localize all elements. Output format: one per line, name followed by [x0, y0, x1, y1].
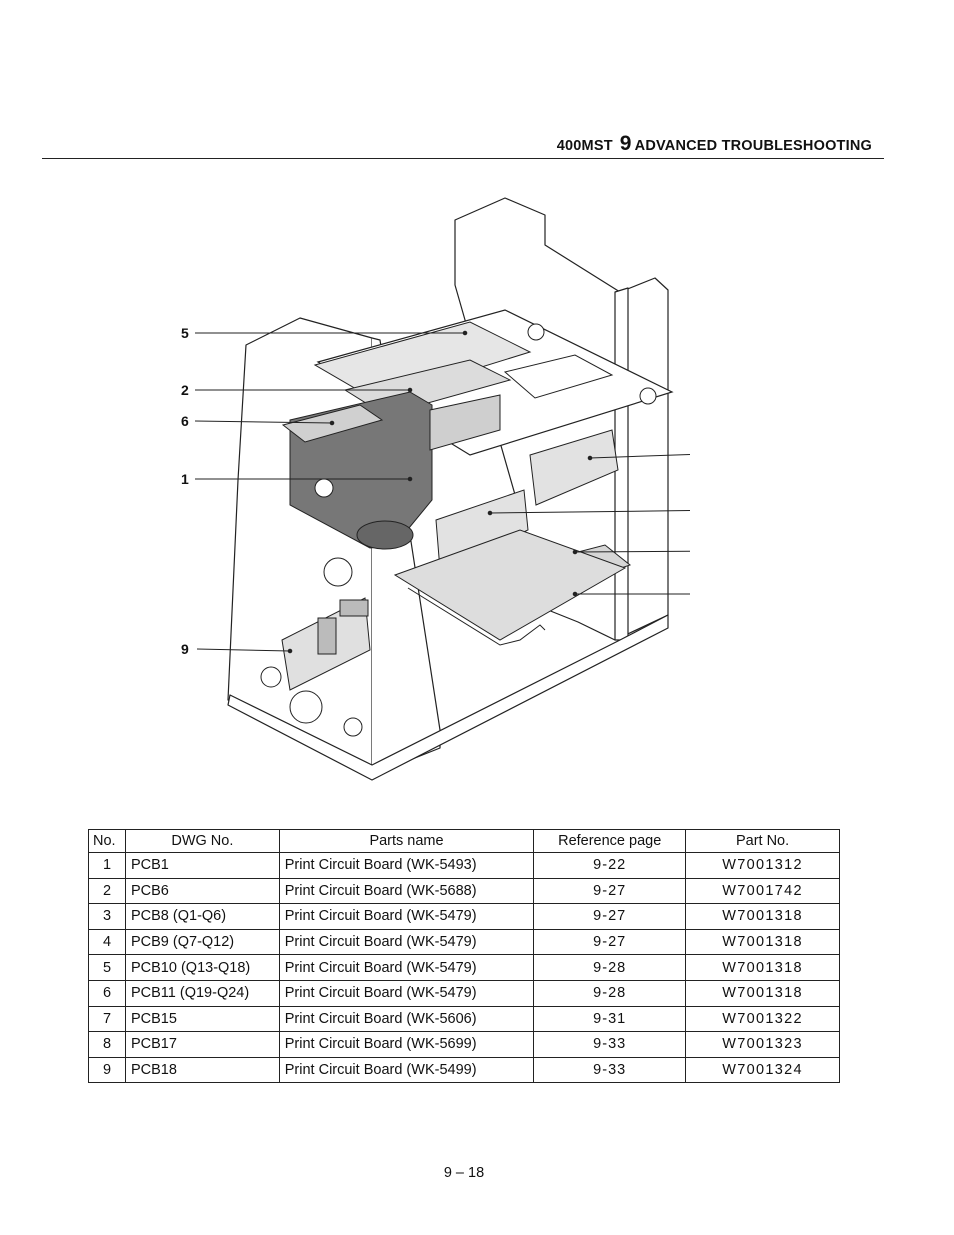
cell-reference-page: 9-33: [533, 1056, 687, 1084]
cell-part-no: W7001318: [685, 928, 840, 956]
cell-no: 1: [88, 852, 126, 879]
bracket: [429, 394, 501, 451]
fitting: [260, 666, 282, 688]
cell-no: 4: [88, 928, 126, 956]
exploded-pcb-figure: 1 2 3 4 5 6 7 8 9: [160, 188, 690, 788]
table-header-row: No. DWG No. Parts name Reference page Pa…: [88, 829, 840, 853]
col-header-dwg: DWG No.: [124, 829, 280, 853]
fitting: [343, 717, 363, 737]
fitting: [323, 557, 353, 587]
table-row: 5 PCB10 (Q13-Q18) Print Circuit Board (W…: [88, 954, 840, 981]
cell-parts-name: Print Circuit Board (WK-5479): [278, 903, 535, 930]
cell-part-no: W7001323: [685, 1031, 840, 1058]
parts-table: No. DWG No. Parts name Reference page Pa…: [88, 829, 840, 1084]
cell-part-no: W7001318: [685, 954, 840, 981]
cell-part-no: W7001322: [685, 1005, 840, 1033]
table-row: 2 PCB6 Print Circuit Board (WK-5688) 9-2…: [88, 877, 840, 905]
cell-reference-page: 9-33: [533, 1031, 687, 1058]
callout-1: 1: [181, 471, 189, 487]
cell-no: 9: [88, 1056, 126, 1084]
cell-parts-name: Print Circuit Board (WK-5699): [278, 1031, 535, 1058]
cell-reference-page: 9-27: [533, 903, 687, 930]
table-row: 8 PCB17 Print Circuit Board (WK-5699) 9-…: [88, 1031, 840, 1058]
pcb-board-4: [529, 429, 619, 506]
cell-dwg: PCB18: [124, 1056, 280, 1084]
cell-parts-name: Print Circuit Board (WK-5493): [278, 852, 535, 879]
board-edge: [407, 587, 546, 646]
fitting: [314, 478, 334, 498]
table-row: 6 PCB11 (Q19-Q24) Print Circuit Board (W…: [88, 979, 840, 1007]
cell-no: 7: [88, 1005, 126, 1033]
callout-6: 6: [181, 413, 189, 429]
capacitor: [317, 617, 337, 655]
header-model: 400MST: [556, 138, 613, 154]
table-row: 1 PCB1 Print Circuit Board (WK-5493) 9-2…: [88, 852, 840, 879]
col-header-no: No.: [88, 829, 126, 853]
cell-dwg: PCB6: [124, 877, 280, 905]
pcb-board-3: [435, 489, 529, 571]
deck-opening: [503, 354, 614, 399]
callout-5: 5: [181, 325, 189, 341]
cell-no: 8: [88, 1031, 126, 1058]
col-header-reference-page: Reference page: [533, 829, 687, 853]
cell-part-no: W7001312: [685, 852, 840, 879]
cell-reference-page: 9-27: [533, 877, 687, 905]
cell-dwg: PCB10 (Q13-Q18): [124, 954, 280, 981]
cell-reference-page: 9-28: [533, 979, 687, 1007]
cell-dwg: PCB9 (Q7-Q12): [124, 928, 280, 956]
cell-reference-page: 9-27: [533, 928, 687, 956]
table-row: 3 PCB8 (Q1-Q6) Print Circuit Board (WK-5…: [88, 903, 840, 930]
cell-parts-name: Print Circuit Board (WK-5479): [278, 954, 535, 981]
cell-dwg: PCB1: [124, 852, 280, 879]
leader-lines: [194, 330, 690, 654]
transformer-base: [356, 520, 414, 550]
cell-part-no: W7001324: [685, 1056, 840, 1084]
col-header-part-no: Part No.: [685, 829, 840, 853]
cell-no: 3: [88, 903, 126, 930]
deck-hole: [639, 387, 657, 405]
cell-dwg: PCB17: [124, 1031, 280, 1058]
cell-reference-page: 9-28: [533, 954, 687, 981]
cell-no: 2: [88, 877, 126, 905]
machine-illustration: 1 2 3 4 5 6 7 8 9: [181, 197, 690, 781]
cell-no: 5: [88, 954, 126, 981]
cell-dwg: PCB11 (Q19-Q24): [124, 979, 280, 1007]
pcb-board-8: [393, 529, 627, 641]
header-chapter-title: ADVANCED TROUBLESHOOTING: [634, 138, 872, 154]
cell-dwg: PCB8 (Q1-Q6): [124, 903, 280, 930]
deck-hole: [527, 323, 545, 341]
cell-part-no: W7001318: [685, 903, 840, 930]
table-row: 4 PCB9 (Q7-Q12) Print Circuit Board (WK-…: [88, 928, 840, 956]
header-chapter-number: 9: [619, 132, 632, 155]
col-header-parts-name: Parts name: [278, 829, 535, 853]
cell-parts-name: Print Circuit Board (WK-5479): [278, 928, 535, 956]
page-number: 9 – 18: [443, 1165, 485, 1181]
callout-2: 2: [181, 382, 189, 398]
cell-reference-page: 9-31: [533, 1005, 687, 1033]
cell-part-no: W7001742: [685, 877, 840, 905]
connector: [339, 599, 369, 617]
cell-parts-name: Print Circuit Board (WK-5606): [278, 1005, 535, 1033]
cell-no: 6: [88, 979, 126, 1007]
cell-parts-name: Print Circuit Board (WK-5479): [278, 979, 535, 1007]
cell-parts-name: Print Circuit Board (WK-5688): [278, 877, 535, 905]
cell-part-no: W7001318: [685, 979, 840, 1007]
table-row: 9 PCB18 Print Circuit Board (WK-5499) 9-…: [88, 1056, 840, 1084]
table-row: 7 PCB15 Print Circuit Board (WK-5606) 9-…: [88, 1005, 840, 1033]
cell-dwg: PCB15: [124, 1005, 280, 1033]
fitting: [289, 690, 323, 724]
callout-9: 9: [181, 641, 189, 657]
cell-reference-page: 9-22: [533, 852, 687, 879]
cell-parts-name: Print Circuit Board (WK-5499): [278, 1056, 535, 1084]
